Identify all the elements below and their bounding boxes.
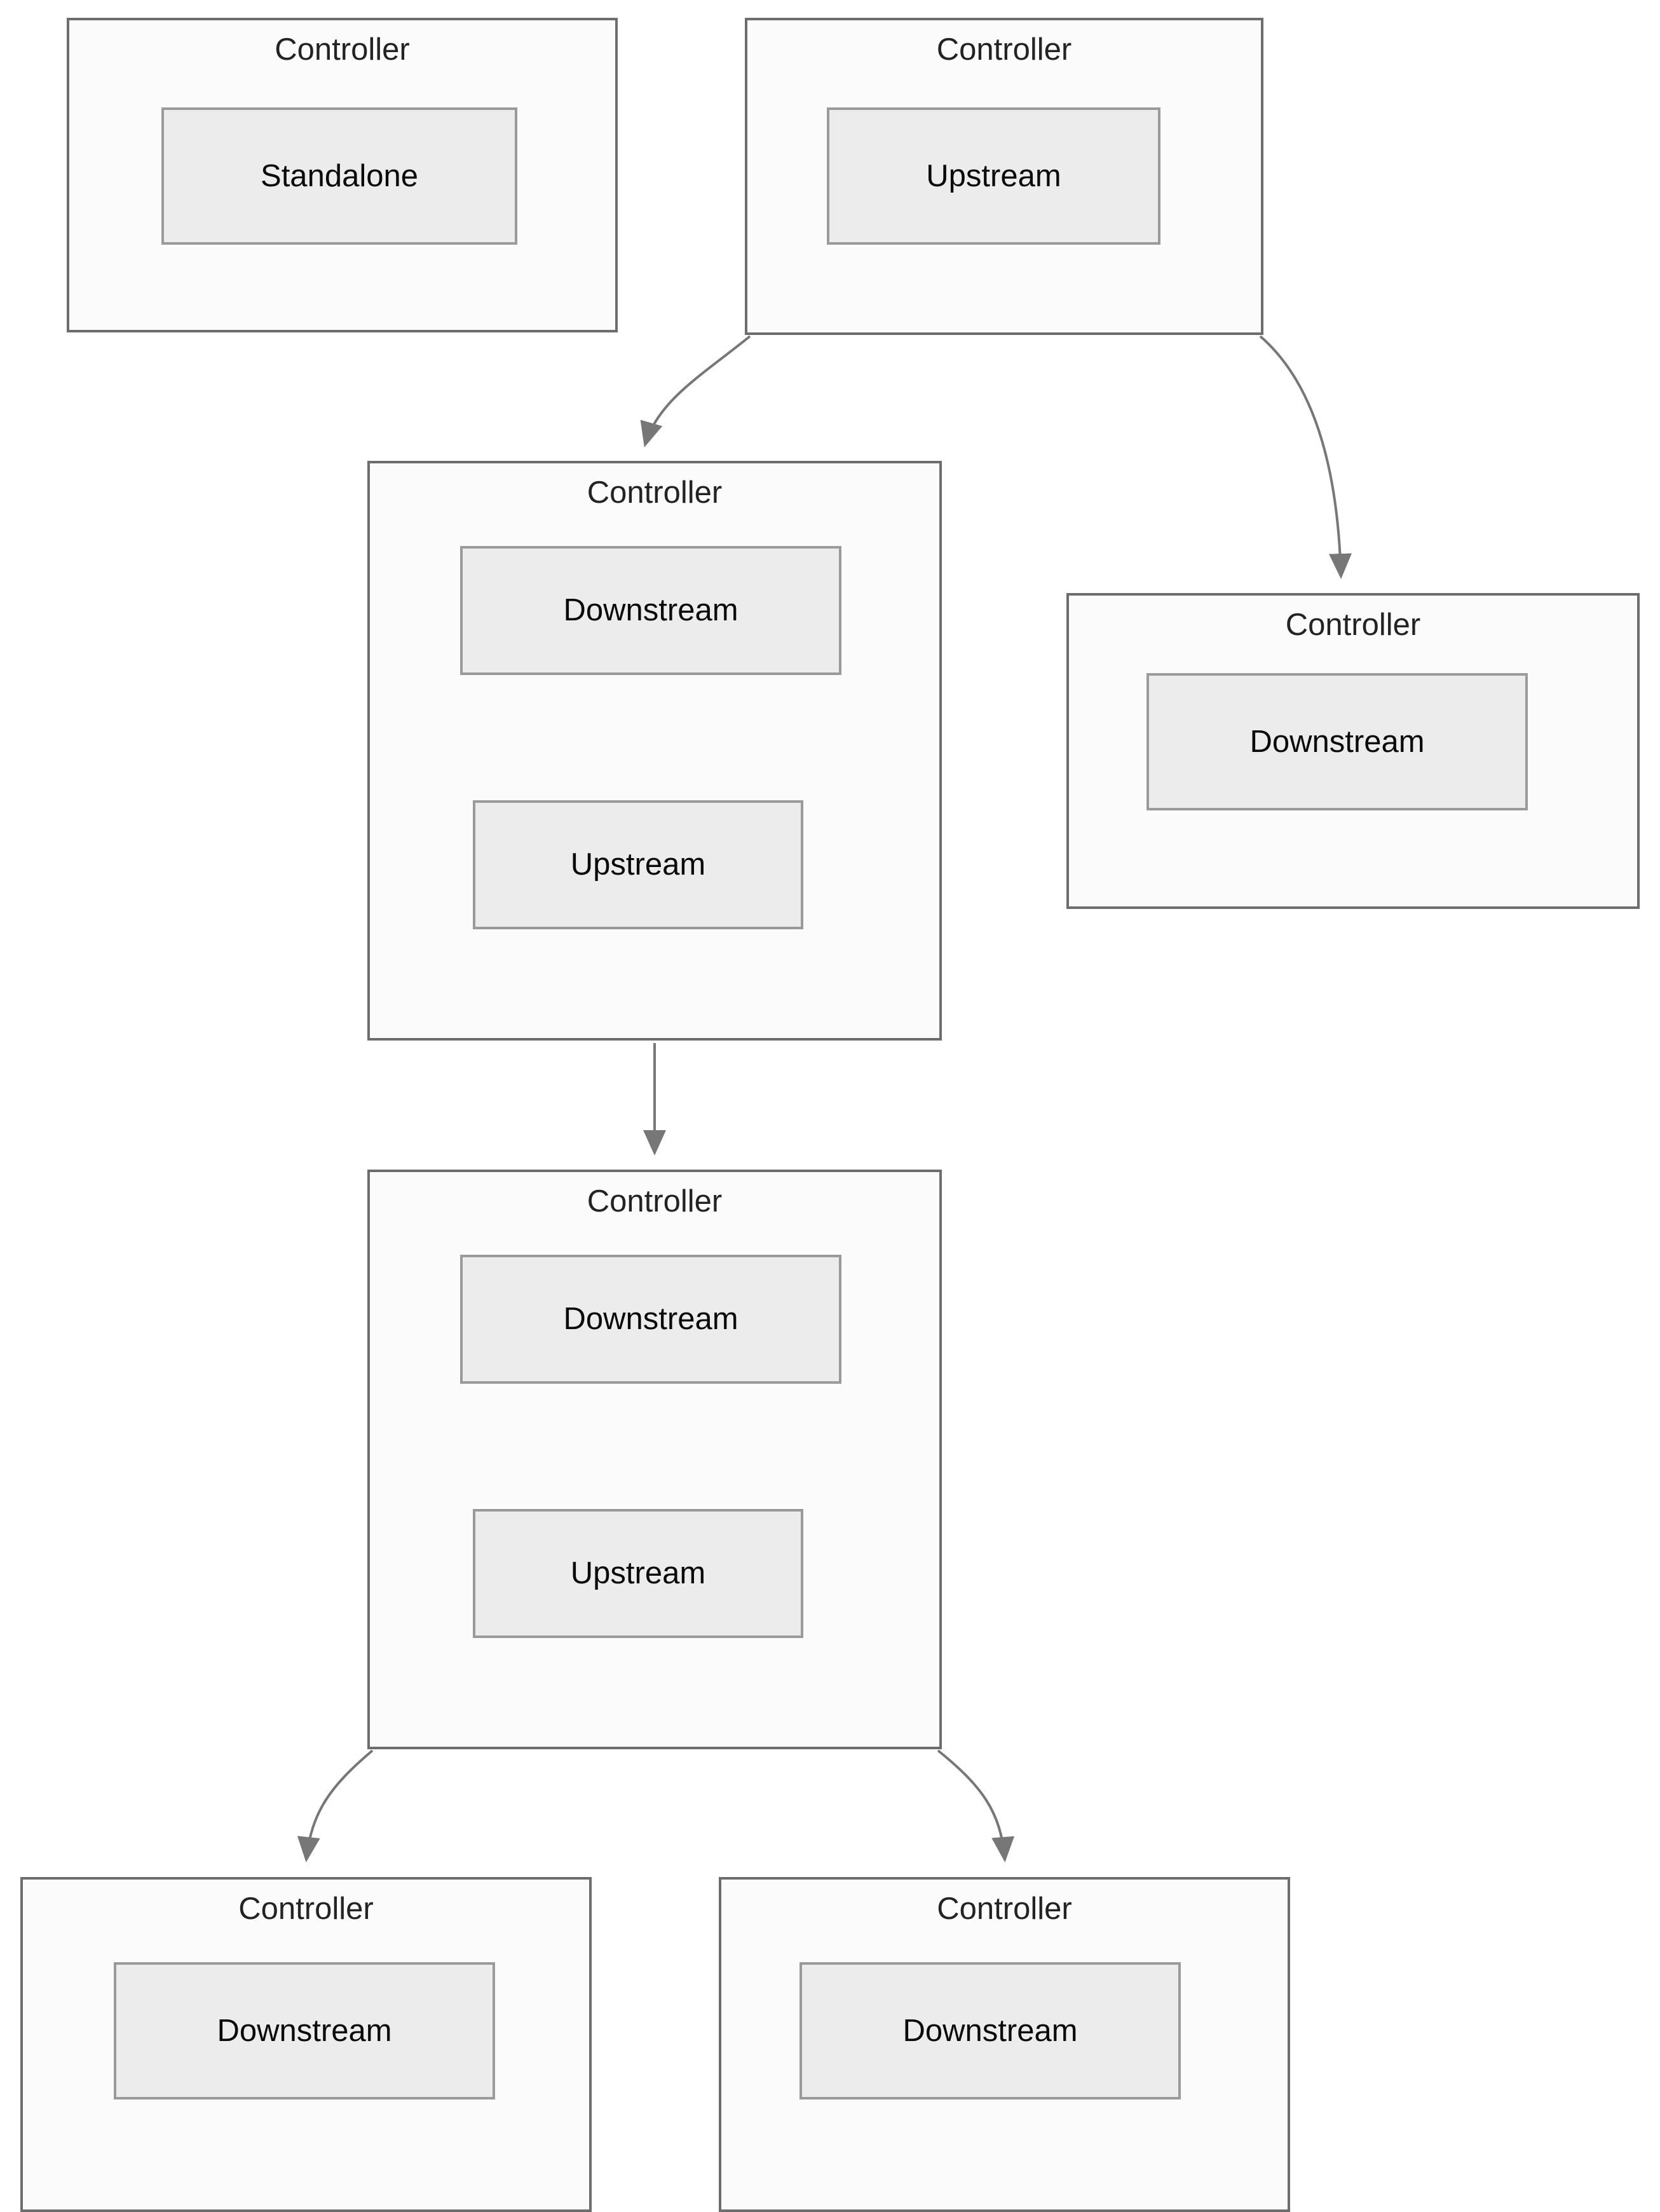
component-upstream[interactable]: Upstream [473, 1509, 803, 1638]
controller-right-downstream[interactable]: Controller Downstream [1066, 593, 1640, 909]
controller-title: Controller [587, 475, 723, 510]
controller-title: Controller [238, 1892, 374, 1926]
edge-middle-2-to-bottom-left [297, 1749, 374, 1862]
controller-upstream-root[interactable]: Controller Upstream [745, 18, 1263, 335]
component-downstream[interactable]: Downstream [799, 1962, 1181, 2099]
component-label: Downstream [1249, 724, 1425, 759]
component-label: Downstream [902, 2013, 1078, 2048]
component-downstream[interactable]: Downstream [460, 1255, 841, 1384]
component-standalone[interactable]: Standalone [161, 107, 517, 245]
controller-bottom-right[interactable]: Controller Downstream [719, 1877, 1290, 2212]
controller-title: Controller [937, 1892, 1072, 1926]
edge-upstream-root-to-middle-1 [640, 335, 751, 447]
component-downstream[interactable]: Downstream [114, 1962, 495, 2099]
component-downstream[interactable]: Downstream [460, 546, 841, 675]
component-downstream[interactable]: Downstream [1146, 673, 1528, 810]
controller-title: Controller [587, 1184, 723, 1219]
edge-middle-2-to-bottom-right [937, 1749, 1015, 1862]
controller-standalone[interactable]: Controller Standalone [67, 18, 618, 332]
component-label: Downstream [563, 1302, 738, 1336]
component-label: Downstream [563, 593, 738, 627]
component-label: Downstream [217, 2013, 392, 2048]
controller-middle-2[interactable]: Controller Downstream Upstream [367, 1170, 942, 1749]
component-upstream[interactable]: Upstream [473, 800, 803, 929]
controller-middle-1[interactable]: Controller Downstream Upstream [367, 461, 942, 1041]
controller-title: Controller [275, 32, 410, 67]
component-label: Upstream [926, 158, 1061, 193]
controller-bottom-left[interactable]: Controller Downstream [20, 1877, 592, 2212]
edge-upstream-root-to-right-downstream [1259, 335, 1352, 579]
controller-title: Controller [936, 32, 1072, 67]
component-label: Upstream [570, 1556, 706, 1590]
component-upstream[interactable]: Upstream [827, 107, 1160, 245]
component-label: Standalone [261, 158, 418, 193]
component-label: Upstream [570, 847, 706, 882]
controller-title: Controller [1285, 608, 1421, 642]
